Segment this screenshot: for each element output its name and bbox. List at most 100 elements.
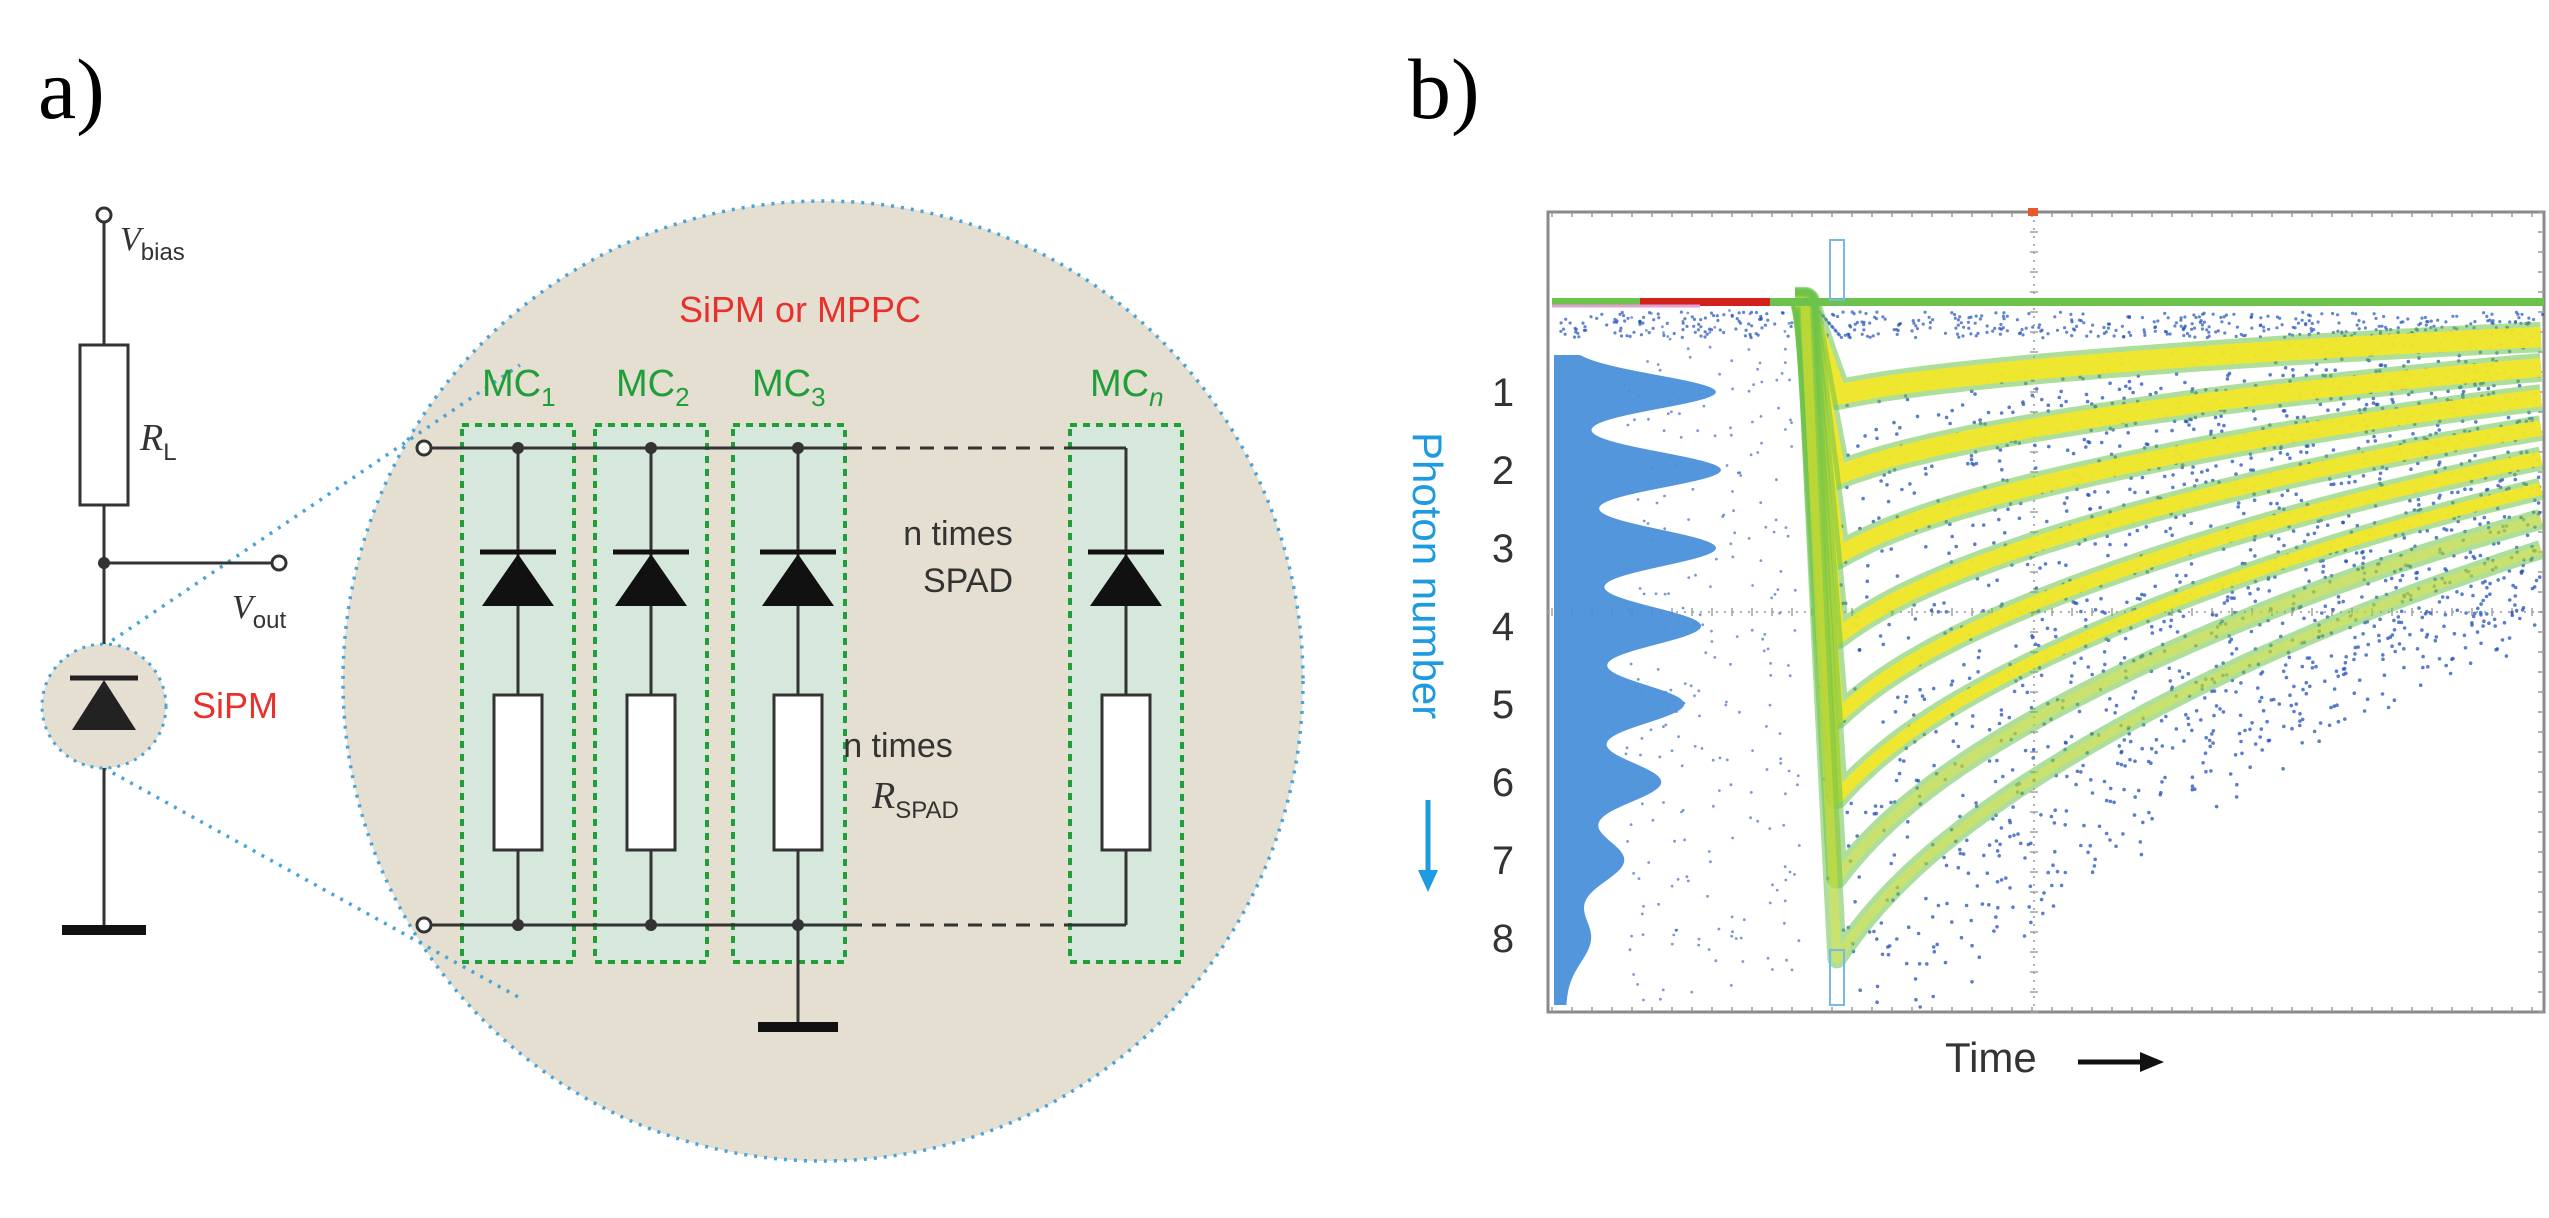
scatter-dot (1676, 878, 1680, 881)
scatter-dot (1790, 421, 1793, 425)
scatter-dot (1967, 676, 1972, 681)
scatter-dot (2304, 680, 2309, 685)
scatter-dot (2336, 674, 2340, 678)
scatter-dot (1915, 327, 1920, 331)
scatter-dot (2421, 665, 2425, 670)
scatter-dot (2392, 618, 2396, 623)
scatter-dot (2275, 326, 2279, 330)
scatter-dot (1636, 498, 1640, 501)
scatter-dot (2294, 317, 2298, 321)
scatter-dot (2168, 332, 2172, 336)
scatter-dot (1783, 361, 1787, 364)
scatter-dot (1709, 311, 1714, 315)
scatter-dot (1735, 635, 1739, 638)
scatter-dot (1971, 714, 1975, 718)
scatter-dot (2332, 687, 2337, 691)
scatter-dot (2386, 636, 2390, 641)
scatter-dot (2420, 316, 2424, 320)
scatter-dot (2207, 738, 2212, 743)
scatter-dot (2194, 315, 2198, 320)
scatter-dot (2228, 772, 2233, 776)
scatter-dot (1972, 420, 1977, 425)
scatter-dot (1756, 451, 1760, 454)
scatter-dot (1711, 758, 1715, 762)
scatter-dot (2008, 834, 2012, 839)
scatter-dot (2232, 596, 2236, 600)
scatter-dot (2382, 314, 2386, 319)
scatter-dot (2127, 532, 2132, 537)
scatter-dot (2321, 570, 2325, 574)
rspad-resistor (1100, 693, 1152, 852)
scatter-dot (2122, 738, 2127, 742)
scatter-dot (1951, 739, 1956, 743)
photon-band (1795, 293, 2542, 565)
scatter-dot (2520, 569, 2525, 573)
scatter-dot (2298, 719, 2302, 723)
scatter-dot (2188, 334, 2192, 338)
spad-diode-icon (762, 554, 834, 606)
scatter-dot (1958, 851, 1963, 856)
scatter-dot (2041, 336, 2045, 340)
scatter-dot (2045, 519, 2049, 524)
scatter-dot (2162, 474, 2167, 479)
scatter-dot (2493, 624, 2497, 628)
scatter-dot (1787, 664, 1790, 667)
scatter-dot (2028, 884, 2033, 889)
branch-1 (480, 442, 556, 931)
scatter-dot (2374, 316, 2378, 320)
scatter-dot (2521, 606, 2526, 610)
scatter-dot (1620, 310, 1624, 315)
scatter-dot (2123, 543, 2128, 547)
scatter-dot (2088, 507, 2092, 511)
scatter-dot (1784, 526, 1788, 529)
scatter-dot (1731, 930, 1734, 934)
scatter-dot (1918, 687, 1922, 692)
scatter-dot (1722, 313, 1726, 317)
scatter-dot (1750, 324, 1754, 328)
scatter-dot (1751, 749, 1754, 752)
scatter-dot (2042, 891, 2046, 895)
scatter-dot (1730, 313, 1734, 317)
scatter-dot (1872, 315, 1877, 319)
scatter-dot (2219, 315, 2223, 319)
scatter-dot (1647, 417, 1650, 421)
scatter-dot (2027, 312, 2031, 316)
scatter-dot (2154, 750, 2158, 755)
scatter-dot (2199, 718, 2203, 722)
scatter-dot (1906, 820, 1910, 824)
scatter-dot (1782, 823, 1786, 827)
scatter-dot (2281, 409, 2286, 413)
scatter-dot (2331, 607, 2335, 612)
scatter-dot (2510, 613, 2515, 618)
scatter-dot (2380, 324, 2384, 328)
scatter-dot (1980, 314, 1984, 318)
scatter-dot (2050, 883, 2054, 888)
scatter-dot (1559, 329, 1563, 333)
scatter-dot (2277, 537, 2281, 541)
scatter-dot (2347, 480, 2351, 485)
scatter-dot (2183, 380, 2187, 385)
scatter-dot (2065, 774, 2069, 779)
scatter-dot (1747, 322, 1751, 326)
scatter-dot (1749, 310, 1754, 314)
scatter-dot (1878, 634, 1883, 638)
scatter-dot (2372, 624, 2377, 628)
scatter-dot (1706, 894, 1709, 898)
scatter-dot (2343, 660, 2348, 665)
scatter-dot (2108, 697, 2112, 701)
scatter-dot (1788, 674, 1792, 678)
scatter-dot (1931, 945, 1936, 949)
scatter-dot (2234, 690, 2238, 694)
scatter-dot (2494, 647, 2498, 652)
scatter-dot (2294, 492, 2298, 497)
scatter-dot (1626, 423, 1630, 427)
cell-label-1: MC1 (482, 363, 556, 412)
scatter-dot (2097, 824, 2102, 829)
scatter-dot (2334, 669, 2339, 673)
scatter-dot (1913, 977, 1918, 981)
scatter-dot (2288, 456, 2292, 461)
scatter-dot (1636, 983, 1639, 986)
scatter-dot (2236, 505, 2240, 509)
scatter-dot (1600, 312, 1604, 316)
scatter-dot (1619, 334, 1624, 338)
